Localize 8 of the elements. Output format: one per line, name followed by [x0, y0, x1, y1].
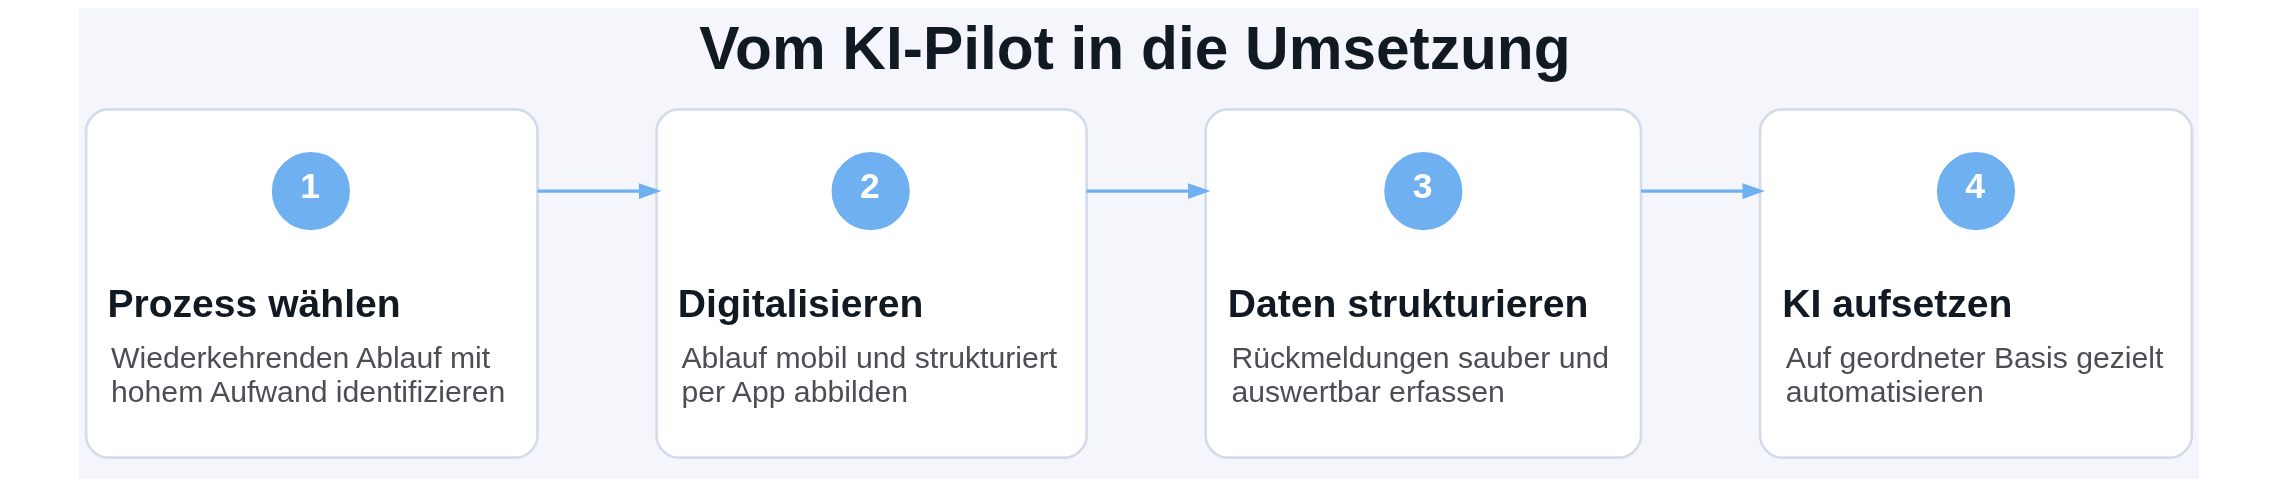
diagram-title: Vom KI-Pilot in die Umsetzung: [699, 13, 1571, 82]
arrow: [1086, 183, 1211, 199]
arrow: [537, 183, 662, 199]
node-circle: 3: [1384, 152, 1463, 231]
arrow: [1641, 183, 1765, 199]
node-circle: 2: [831, 152, 910, 231]
node-circle: 4: [1936, 152, 2016, 231]
node-circle: 1: [271, 152, 350, 231]
